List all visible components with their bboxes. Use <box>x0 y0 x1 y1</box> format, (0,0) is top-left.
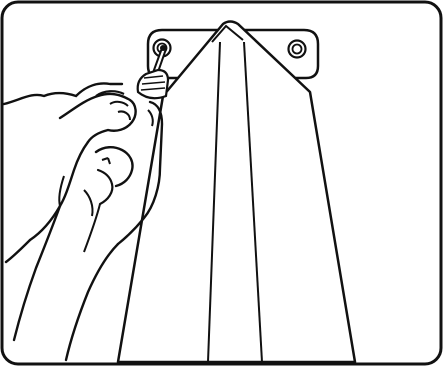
screw-hole-icon <box>289 41 306 58</box>
screw-icon <box>160 45 166 51</box>
